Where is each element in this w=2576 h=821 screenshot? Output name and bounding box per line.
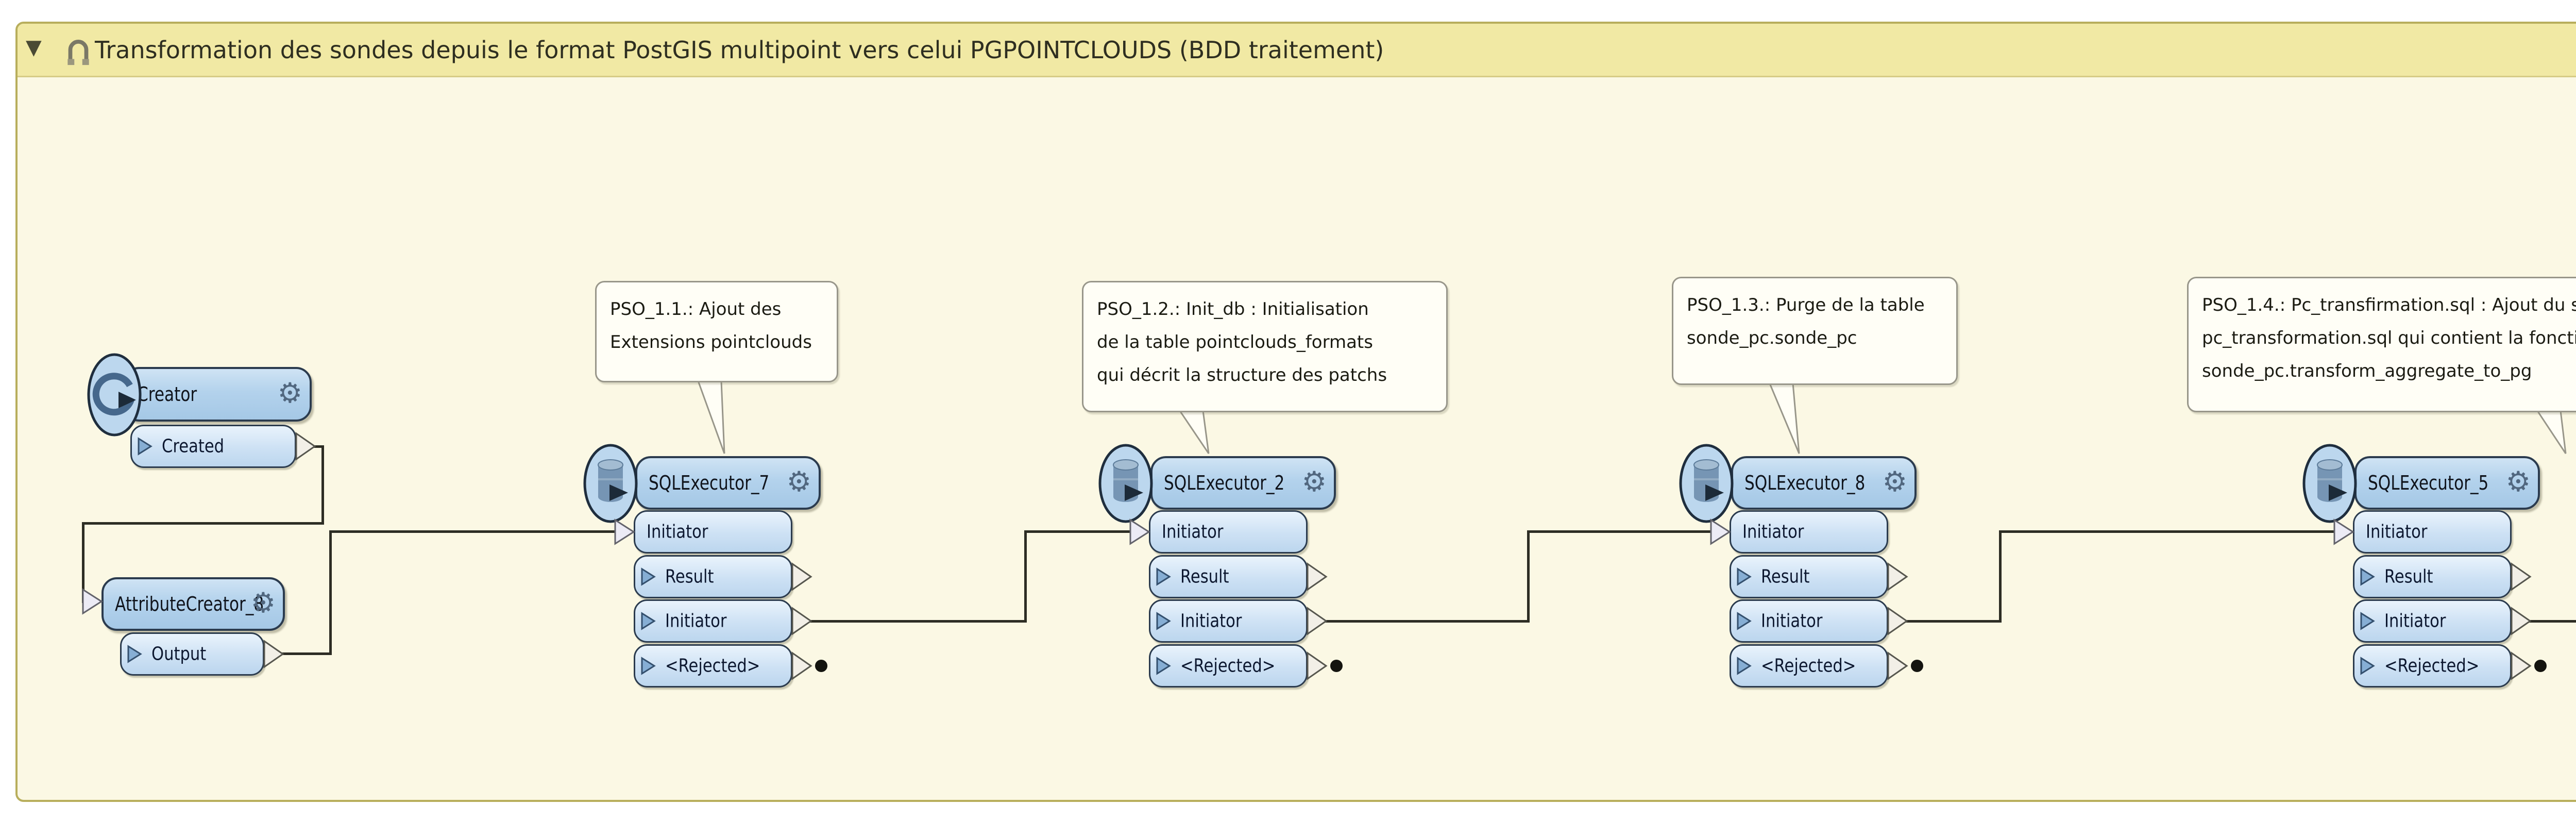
- annotation-pso-1-3[interactable]: PSO_1.3.: Purge de la table sonde_pc.son…: [1672, 277, 1958, 385]
- conn-creator-created-to-attributecreator8[interactable]: [81, 522, 324, 525]
- annotation-pso-1-4[interactable]: PSO_1.4.: Pc_transfirmation.sql : Ajout …: [2187, 277, 2576, 412]
- node-sqlexecutor_8-port-result-out-label: Result: [1761, 566, 1810, 588]
- conn-sqlexecutor8-initiator-to-sqlexecutor5[interactable]: [1998, 530, 2002, 623]
- annotation-pso-1-1-text: PSO_1.1.: Ajout des Extensions pointclou…: [610, 299, 812, 353]
- conn-sqlexecutor2-initiator-to-sqlexecutor8[interactable]: [1325, 619, 1530, 623]
- node-sqlexecutor_5-port-initiator-out[interactable]: Initiator: [2353, 599, 2512, 643]
- annotation-pso-1-4-text: PSO_1.4.: Pc_transfirmation.sql : Ajout …: [2202, 295, 2576, 381]
- node-attributecreator_8-gear-icon[interactable]: ⚙: [250, 586, 276, 619]
- conn-creator-created-to-attributecreator8[interactable]: [81, 600, 88, 603]
- node-sqlexecutor_7-port-rejected-out-label: <Rejected>: [665, 655, 760, 677]
- node-sqlexecutor_2-port-initiator-out[interactable]: Initiator: [1149, 599, 1308, 643]
- conn-creator-created-to-attributecreator8[interactable]: [321, 445, 324, 525]
- bookmark-header[interactable]: ▼ Transformation des sondes depuis le fo…: [18, 24, 2576, 77]
- node-sqlexecutor_2[interactable]: SQLExecutor_2 ⚙: [1150, 456, 1336, 510]
- node-creator-port-created-out-label: Created: [162, 435, 225, 457]
- node-sqlexecutor_8-label: SQLExecutor_8: [1744, 472, 1866, 494]
- node-sqlexecutor_7-gear-icon[interactable]: ⚙: [786, 465, 811, 498]
- node-sqlexecutor_8-port-initiator-in-label: Initiator: [1742, 521, 1804, 543]
- node-sqlexecutor_5-label: SQLExecutor_5: [2368, 472, 2489, 494]
- node-sqlexecutor_8-port-rejected-out-label: <Rejected>: [1761, 655, 1856, 677]
- annotation-pso-1-1[interactable]: PSO_1.1.: Ajout des Extensions pointclou…: [595, 281, 838, 382]
- conn-sqlexecutor8-initiator-to-sqlexecutor5[interactable]: [1998, 530, 2339, 533]
- bookmark-magnet-icon: [67, 40, 89, 65]
- node-sqlexecutor_8-port-result-out[interactable]: Result: [1730, 555, 1888, 598]
- node-creator-label: Creator: [137, 383, 197, 406]
- node-sqlexecutor_7-port-result-out-label: Result: [665, 566, 714, 588]
- conn-creator-created-to-attributecreator8[interactable]: [312, 445, 324, 448]
- node-sqlexecutor_5-port-initiator-in[interactable]: Initiator: [2353, 510, 2512, 554]
- node-sqlexecutor_2-port-rejected-out[interactable]: <Rejected>: [1149, 644, 1308, 688]
- node-sqlexecutor_7-port-initiator-out-label: Initiator: [665, 610, 727, 632]
- node-sqlexecutor_7-port-rejected-out[interactable]: <Rejected>: [634, 644, 792, 688]
- node-sqlexecutor_5-port-rejected-out-label: <Rejected>: [2384, 655, 2480, 677]
- annotation-pso-1-2-text: PSO_1.2.: Init_db : Initialisation de la…: [1097, 299, 1387, 386]
- node-sqlexecutor_8-port-initiator-out-label: Initiator: [1761, 610, 1823, 632]
- node-sqlexecutor_7-port-initiator-out[interactable]: Initiator: [634, 599, 792, 643]
- node-sqlexecutor_2-port-result-out-label: Result: [1180, 566, 1229, 588]
- conn-sqlexecutor2-initiator-to-sqlexecutor8[interactable]: [1527, 530, 1716, 533]
- node-sqlexecutor_2-port-result-out[interactable]: Result: [1149, 555, 1308, 598]
- node-sqlexecutor_7[interactable]: SQLExecutor_7 ⚙: [635, 456, 821, 510]
- node-sqlexecutor_2-port-initiator-in[interactable]: Initiator: [1149, 510, 1308, 554]
- collapse-triangle-icon[interactable]: ▼: [26, 36, 42, 59]
- conn-sqlexecutor8-initiator-to-sqlexecutor5[interactable]: [1905, 619, 2002, 623]
- node-creator-gear-icon[interactable]: ⚙: [277, 376, 302, 409]
- node-attributecreator_8-label: AttributeCreator_8: [115, 593, 264, 615]
- conn-attributecreator8-output-to-sqlexecutor7[interactable]: [329, 530, 332, 655]
- node-sqlexecutor_8-gear-icon[interactable]: ⚙: [1882, 465, 1907, 498]
- conn-sqlexecutor7-initiator-to-sqlexecutor2[interactable]: [809, 619, 1027, 623]
- conn-attributecreator8-output-to-sqlexecutor7[interactable]: [280, 652, 332, 655]
- node-sqlexecutor_8[interactable]: SQLExecutor_8 ⚙: [1731, 456, 1917, 510]
- conn-sqlexecutor2-initiator-to-sqlexecutor8[interactable]: [1527, 530, 1530, 623]
- conn-sqlexecutor7-initiator-to-sqlexecutor2[interactable]: [1024, 530, 1135, 533]
- annotation-pso-1-2[interactable]: PSO_1.2.: Init_db : Initialisation de la…: [1082, 281, 1448, 412]
- node-sqlexecutor_2-gear-icon[interactable]: ⚙: [1301, 465, 1327, 498]
- node-sqlexecutor_2-label: SQLExecutor_2: [1164, 472, 1285, 494]
- node-sqlexecutor_5[interactable]: SQLExecutor_5 ⚙: [2354, 456, 2540, 510]
- node-sqlexecutor_2-port-initiator-in-label: Initiator: [1162, 521, 1224, 543]
- node-sqlexecutor_2-port-rejected-out-label: <Rejected>: [1180, 655, 1276, 677]
- annotation-pso-1-3-text: PSO_1.3.: Purge de la table sonde_pc.son…: [1687, 295, 1925, 348]
- node-sqlexecutor_8-port-initiator-in[interactable]: Initiator: [1730, 510, 1888, 554]
- conn-sqlexecutor7-initiator-to-sqlexecutor2[interactable]: [1024, 530, 1027, 623]
- node-sqlexecutor_7-port-result-out[interactable]: Result: [634, 555, 792, 598]
- node-attributecreator_8[interactable]: AttributeCreator_8⚙: [101, 577, 285, 631]
- conn-sqlexecutor5-initiator-to-sqlexecutor3[interactable]: [2529, 619, 2576, 623]
- node-sqlexecutor_2-port-initiator-out-label: Initiator: [1180, 610, 1242, 632]
- node-sqlexecutor_5-port-initiator-out-label: Initiator: [2384, 610, 2446, 632]
- node-sqlexecutor_8-port-rejected-out[interactable]: <Rejected>: [1730, 644, 1888, 688]
- conn-creator-created-to-attributecreator8[interactable]: [81, 522, 84, 603]
- node-attributecreator_8-port-output-out-label: Output: [151, 643, 207, 665]
- node-sqlexecutor_7-port-initiator-in[interactable]: Initiator: [634, 510, 792, 554]
- node-creator[interactable]: Creator ⚙: [124, 367, 312, 422]
- node-attributecreator_8-port-output-out[interactable]: Output: [120, 632, 264, 676]
- node-sqlexecutor_5-port-initiator-in-label: Initiator: [2366, 521, 2428, 543]
- bookmark-title[interactable]: Transformation des sondes depuis le form…: [95, 36, 1384, 64]
- node-sqlexecutor_8-port-initiator-out[interactable]: Initiator: [1730, 599, 1888, 643]
- node-creator-port-created-out[interactable]: Created: [130, 425, 296, 468]
- node-sqlexecutor_5-port-result-out-label: Result: [2384, 566, 2433, 588]
- node-sqlexecutor_5-gear-icon[interactable]: ⚙: [2505, 465, 2531, 498]
- node-sqlexecutor_5-port-result-out[interactable]: Result: [2353, 555, 2512, 598]
- node-sqlexecutor_5-port-rejected-out[interactable]: <Rejected>: [2353, 644, 2512, 688]
- node-sqlexecutor_7-label: SQLExecutor_7: [649, 472, 770, 494]
- node-sqlexecutor_7-port-initiator-in-label: Initiator: [647, 521, 708, 543]
- conn-attributecreator8-output-to-sqlexecutor7[interactable]: [329, 530, 620, 533]
